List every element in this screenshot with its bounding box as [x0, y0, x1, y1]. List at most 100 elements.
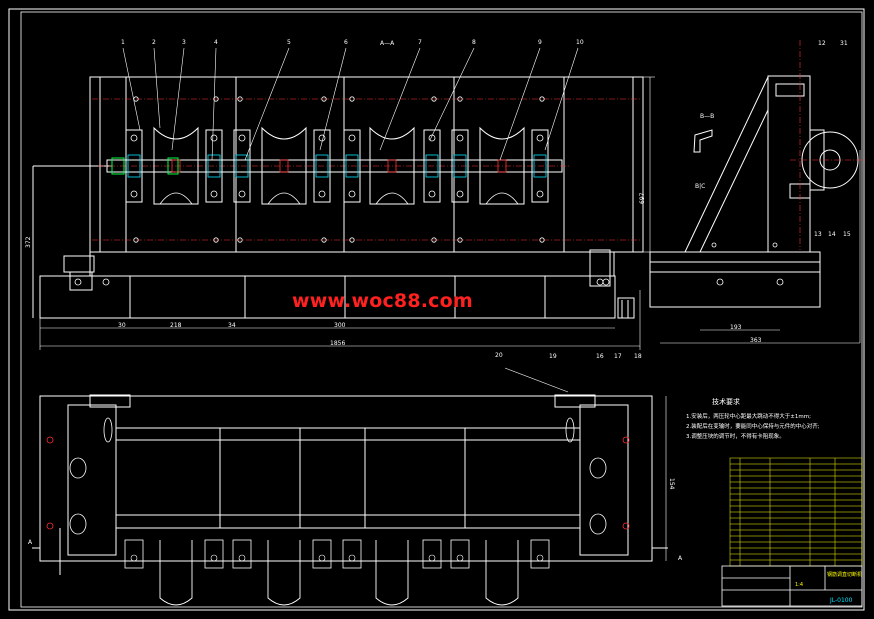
part-number-4: 4	[214, 39, 218, 46]
part-number-15: 15	[843, 231, 851, 238]
part-leaders	[122, 47, 579, 161]
wheel-key	[171, 159, 181, 173]
bearing-bolt	[456, 134, 464, 142]
bolt-hole	[457, 96, 463, 102]
leader-line	[499, 47, 541, 161]
leader-line	[379, 47, 421, 151]
part-number-6: 6	[344, 39, 348, 46]
plan-bearing	[530, 539, 550, 569]
dim-363: 363	[750, 337, 762, 344]
bearing-bolt	[130, 190, 138, 198]
plan-bearing	[232, 539, 252, 569]
bearing-bolt	[318, 134, 326, 142]
bearing-block	[125, 129, 143, 203]
plan-bearing-bolt	[536, 554, 544, 562]
bearing-bolt	[238, 190, 246, 198]
bolt-hole	[431, 237, 437, 243]
bolt-hole	[539, 96, 545, 102]
plan-view	[32, 367, 668, 575]
bearing-bolt	[536, 134, 544, 142]
bolt-hole	[321, 237, 327, 243]
bearing-bolt	[130, 134, 138, 142]
title-block	[721, 565, 863, 607]
bolt-hole	[133, 237, 139, 243]
watermark-text: www.woc88.com	[292, 290, 473, 312]
plan-bearing-bolt	[210, 554, 218, 562]
wheel-groove	[375, 192, 409, 205]
dim-218: 218	[170, 322, 182, 329]
plan-bearing	[124, 539, 144, 569]
bom-table	[729, 457, 863, 567]
bearing-block	[531, 129, 549, 203]
sheet-border-inner	[20, 11, 863, 608]
bearing-hub	[315, 154, 329, 178]
part-number-7: 7	[418, 39, 422, 46]
part-number-19: 19	[549, 353, 557, 360]
wheel-key	[387, 159, 397, 173]
plan-bearing-bolt	[348, 554, 356, 562]
plan-bearing	[450, 539, 470, 569]
leader-line	[544, 47, 579, 151]
bearing-bolt	[238, 134, 246, 142]
grooved-wheel	[369, 126, 415, 205]
coupling	[167, 157, 179, 175]
base-bolt	[602, 278, 610, 286]
section-label-a-right: A	[678, 555, 683, 562]
part-number-20: 20	[495, 352, 503, 359]
bearing-block	[233, 129, 251, 203]
dim-154: 154	[668, 478, 675, 490]
grooved-wheel	[479, 126, 525, 205]
part-number-17: 17	[614, 353, 622, 360]
bearing-bolt	[428, 134, 436, 142]
part-number-3: 3	[182, 39, 186, 46]
part-number-12: 12	[818, 40, 826, 47]
section-label-aa: A—A	[380, 40, 395, 47]
plan-wheel	[159, 540, 193, 606]
leader-line	[171, 47, 185, 151]
wheel-key	[279, 159, 289, 173]
bearing-bolt	[210, 190, 218, 198]
side-view	[649, 75, 861, 344]
dim-193: 193	[730, 324, 742, 331]
title-block-sheet: JL-0100	[829, 597, 853, 604]
title-block-name: 钢筋调直切断机	[827, 571, 862, 578]
part-number-18: 18	[634, 353, 642, 360]
plan-bearing-bolt	[456, 554, 464, 562]
bearing-hub	[235, 154, 249, 178]
wheel-groove	[485, 192, 519, 205]
plan-wheel	[485, 540, 519, 606]
plan-wheel	[375, 540, 409, 606]
part-number-13: 13	[814, 231, 822, 238]
dim-300: 300	[334, 322, 346, 329]
bearing-bolt	[348, 190, 356, 198]
grooved-wheel	[153, 126, 199, 205]
plan-bearing	[312, 539, 332, 569]
part-number-1: 1	[121, 39, 125, 46]
wheel-groove	[267, 192, 301, 205]
bearing-hub	[207, 154, 221, 178]
plan-holes	[46, 436, 630, 530]
leader-line	[244, 47, 290, 161]
bearing-bolt	[210, 134, 218, 142]
plan-bearing	[422, 539, 442, 569]
grooved-wheel	[261, 126, 307, 205]
bearing-bolt	[348, 134, 356, 142]
sheet-border	[8, 8, 865, 611]
tech-req-item-3: 3.调整压块的调节时，不得有卡阻现象。	[686, 432, 785, 440]
leader-line	[153, 47, 161, 129]
plan-bearing-bolt	[318, 554, 326, 562]
bolt-hole	[237, 96, 243, 102]
tech-req-item-2: 2.装配后在变输时，要能同中心保持与元件的中心对齐;	[686, 422, 820, 430]
part-number-8: 8	[472, 39, 476, 46]
bolt-hole	[213, 96, 219, 102]
leader-line	[211, 47, 217, 161]
roller-stations	[111, 126, 549, 205]
part-number-14: 14	[828, 231, 836, 238]
bearing-bolt	[456, 190, 464, 198]
part-number-9: 9	[538, 39, 542, 46]
dim-30: 30	[118, 322, 126, 329]
plan-bearing-bolt	[238, 554, 246, 562]
tech-req-item-1: 1.安装后，两压轮中心距最大跳动不得大于±1mm;	[686, 412, 811, 420]
bearing-block	[313, 129, 331, 203]
plan-rollers	[124, 539, 550, 606]
